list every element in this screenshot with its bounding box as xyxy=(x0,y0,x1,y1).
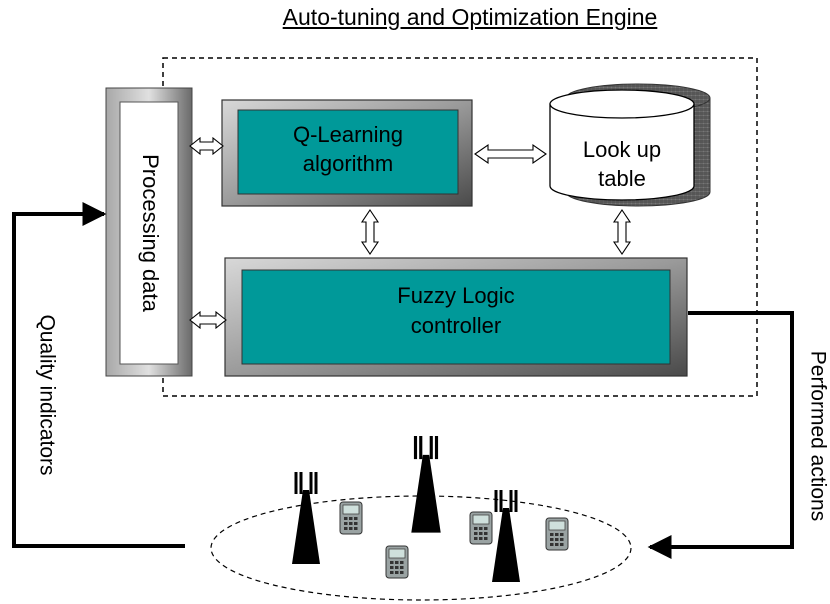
network-area xyxy=(210,495,632,601)
cell-towers xyxy=(292,436,520,582)
lookup-line1: Look up xyxy=(583,137,661,162)
q-learning-line1: Q-Learning xyxy=(293,122,403,147)
q-learning-block: Q-Learning algorithm xyxy=(221,99,473,207)
mobile-phone-icon xyxy=(385,545,409,579)
arrow-qlearning-fuzzy xyxy=(360,209,380,255)
mobile-phone-icon xyxy=(469,511,493,545)
quality-indicators-label: Quality indicators xyxy=(35,314,58,475)
mobile-phones xyxy=(339,501,569,579)
processing-data-block: Processing data xyxy=(105,87,193,377)
arrow-processing-fuzzy xyxy=(189,310,227,330)
cell-tower-icon xyxy=(292,472,320,564)
fuzzy-line2: controller xyxy=(411,313,501,338)
lookup-line2: table xyxy=(598,166,646,191)
cell-tower-icon xyxy=(411,436,441,533)
processing-data-label: Processing data xyxy=(138,154,163,313)
lookup-table-cylinder: Look up table xyxy=(549,83,711,207)
mobile-phone-icon xyxy=(339,501,363,535)
engine-title: Auto-tuning and Optimization Engine xyxy=(282,4,658,30)
quality-indicators-line xyxy=(12,202,185,548)
fuzzy-line1: Fuzzy Logic xyxy=(397,283,514,308)
feedback-lines xyxy=(12,202,794,559)
double-arrows xyxy=(189,136,632,330)
performed-actions-label: Performed actions xyxy=(806,351,829,521)
cell-tower-icon xyxy=(492,490,520,582)
mobile-phone-icon xyxy=(545,517,569,551)
fuzzy-logic-block: Fuzzy Logic controller xyxy=(224,257,688,377)
arrow-qlearning-lookup xyxy=(474,143,547,165)
arrow-processing-qlearning xyxy=(189,136,224,156)
arrow-lookup-fuzzy xyxy=(612,209,632,255)
performed-actions-line xyxy=(647,311,794,559)
q-learning-line2: algorithm xyxy=(303,151,393,176)
